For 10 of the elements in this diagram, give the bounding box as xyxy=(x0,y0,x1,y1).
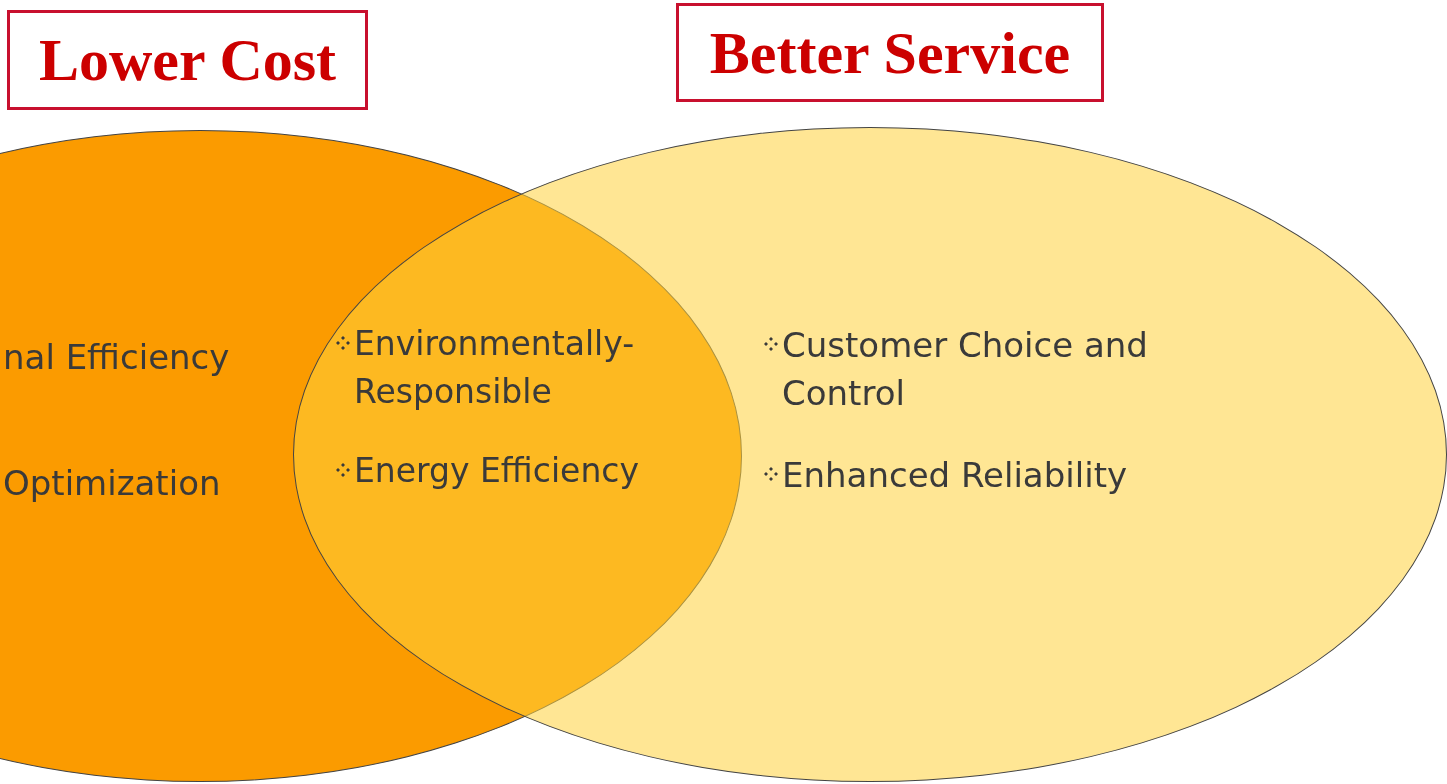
item-text: nal Efficiency xyxy=(3,336,230,379)
overlap-text: Environmentally-Responsible xyxy=(354,323,636,413)
heading-box xyxy=(676,3,1104,102)
heading-text: Lower Cost xyxy=(38,30,337,90)
heading-box xyxy=(7,10,368,110)
item-text: Optimization xyxy=(3,462,221,505)
heading-text: Better Service xyxy=(709,22,1071,83)
item-text: Customer Choice and Control xyxy=(782,324,1149,415)
item-text: Enhanced Reliability xyxy=(782,454,1128,497)
overlap-text: Energy Efficiency xyxy=(354,450,639,492)
